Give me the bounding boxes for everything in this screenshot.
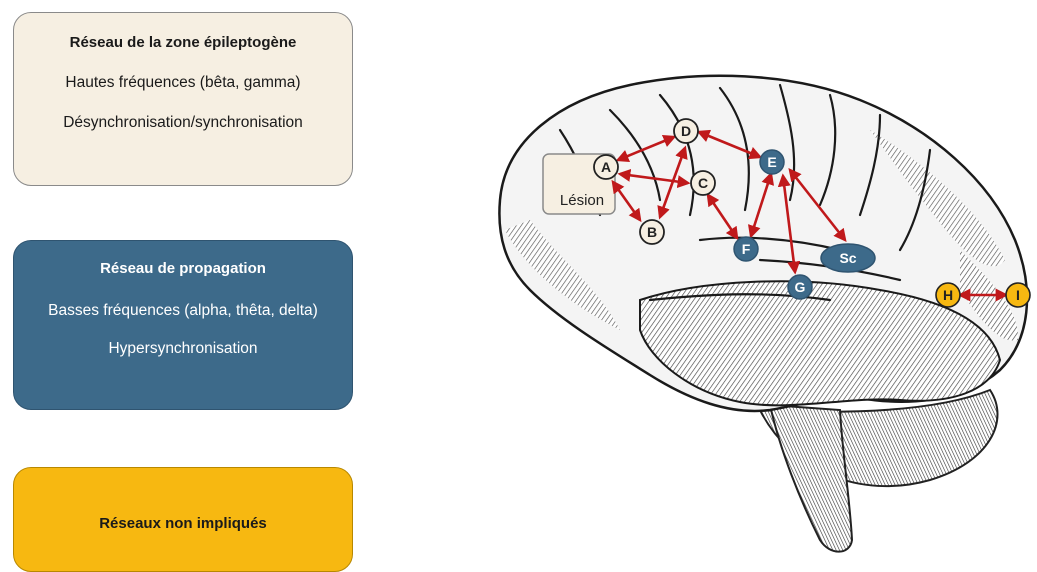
node-f: F	[733, 236, 759, 262]
arrow-d-e	[696, 129, 763, 160]
svg-text:Sc: Sc	[839, 250, 856, 266]
node-d: D	[673, 118, 699, 144]
node-h: H	[935, 282, 961, 308]
node-g: G	[787, 274, 813, 300]
node-e: E	[759, 149, 785, 175]
lesion-label: Lésion	[560, 192, 604, 209]
svg-text:D: D	[681, 123, 691, 139]
arrow-a-b	[611, 179, 642, 223]
frontal-shading	[505, 220, 620, 330]
svg-text:H: H	[943, 287, 953, 303]
svg-text:A: A	[601, 159, 611, 175]
node-sc: Sc	[820, 243, 876, 273]
node-b: B	[639, 219, 665, 245]
svg-text:G: G	[795, 279, 806, 295]
legend-epileptogenic-line1: Hautes fréquences (bêta, gamma)	[65, 74, 301, 92]
legend-non-involved-networks: Réseaux non impliqués	[13, 467, 353, 572]
arrow-a-d	[615, 134, 677, 163]
svg-text:B: B	[647, 224, 657, 240]
legend-non-involved-title: Réseaux non impliqués	[99, 515, 267, 532]
svg-text:E: E	[767, 154, 776, 170]
node-c: C	[690, 170, 716, 196]
brainstem-shape	[768, 403, 854, 553]
legend-epileptogenic-network: Réseau de la zone épileptogène Hautes fr…	[13, 12, 353, 186]
temporal-lobe-shape	[639, 280, 1002, 407]
parietal-shading	[870, 130, 1005, 267]
legend-propagation-line2: Hypersynchronisation	[108, 340, 258, 358]
arrow-c-f	[706, 192, 739, 241]
node-a: A	[593, 154, 619, 180]
legend-epileptogenic-line2: Désynchronisation/synchronisation	[63, 114, 303, 132]
legend-propagation-title: Réseau de propagation	[100, 260, 266, 277]
legend-propagation-network: Réseau de propagation Basses fréquences …	[13, 240, 353, 410]
arrow-e-f	[748, 171, 774, 239]
legend-propagation-line1: Basses fréquences (alpha, thêta, delta)	[48, 302, 318, 320]
arrow-b-d	[657, 145, 688, 220]
node-i: I	[1005, 282, 1031, 308]
svg-text:F: F	[742, 241, 751, 257]
legend-epileptogenic-title: Réseau de la zone épileptogène	[69, 34, 297, 51]
svg-text:C: C	[698, 175, 708, 191]
svg-text:I: I	[1016, 287, 1020, 303]
arrow-e-sc	[788, 167, 847, 243]
